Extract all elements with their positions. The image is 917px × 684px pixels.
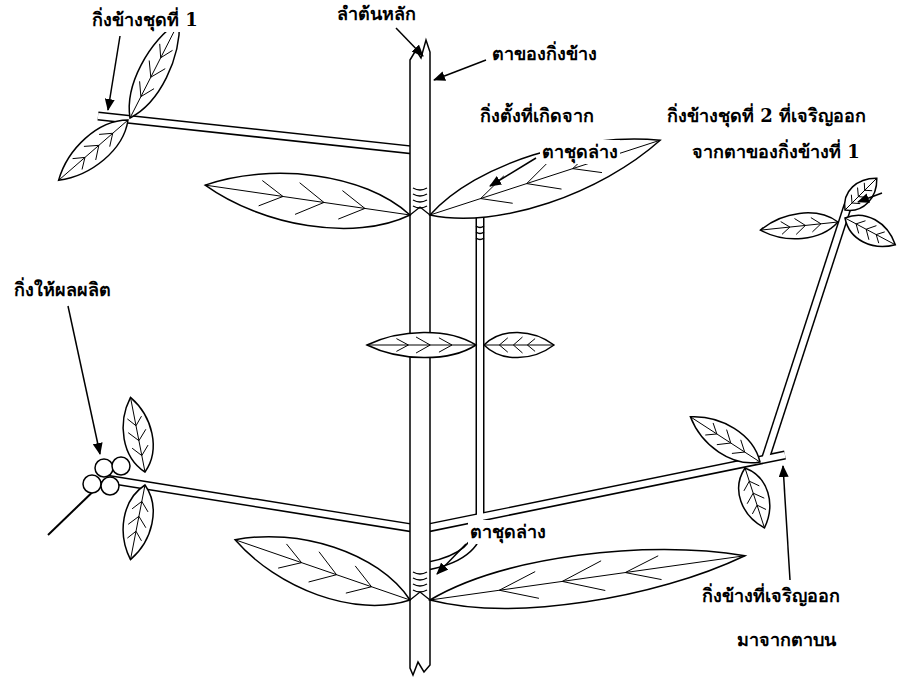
leaves xyxy=(49,14,901,623)
leader-arrow xyxy=(68,306,100,454)
leaf xyxy=(427,532,748,623)
part-label: กิ่งให้ผลผลิต xyxy=(12,278,113,302)
branches xyxy=(48,116,848,566)
part-label: กิ่งข้างชุดที่ 1 xyxy=(90,8,200,32)
part-label: จากตาของกิ่งข้างที่ 1 xyxy=(690,140,862,164)
vertical-shoot xyxy=(428,190,480,566)
part-label: ตาชุดล่าง xyxy=(468,520,548,544)
cherry xyxy=(95,459,113,477)
leaf xyxy=(367,332,476,357)
branch xyxy=(98,116,412,150)
leaf xyxy=(683,405,768,474)
leaf xyxy=(837,170,884,217)
part-label: กิ่งตั้งที่เกิดจาก xyxy=(478,104,596,128)
leaf xyxy=(202,160,414,240)
cherry xyxy=(101,477,119,495)
part-label: กิ่งข้างชุดที่ 2 ที่เจริญออก xyxy=(665,104,868,128)
leaf-node xyxy=(410,207,430,600)
bud-scars xyxy=(413,188,427,208)
part-label: กิ่งข้างที่เจริญออก xyxy=(700,584,842,608)
branch xyxy=(765,205,848,460)
bud-scars xyxy=(476,226,484,240)
leader-arrow xyxy=(396,28,423,56)
leaf xyxy=(117,482,159,562)
part-label: ตาของกิ่งข้าง xyxy=(490,42,599,66)
leader-arrow xyxy=(437,544,466,574)
leaf xyxy=(839,207,901,256)
leader-arrow xyxy=(783,466,790,580)
cherry xyxy=(83,475,101,493)
cherry xyxy=(112,457,130,475)
leader-arrow xyxy=(858,193,882,202)
leader-arrow xyxy=(490,158,536,186)
coffee-cherries xyxy=(83,457,130,495)
leaf xyxy=(484,332,554,357)
part-label: ลำต้นหลัก xyxy=(335,2,418,26)
leader-arrow xyxy=(434,60,486,80)
leaf xyxy=(732,464,778,533)
leaf xyxy=(759,209,839,242)
bud-scars xyxy=(413,572,427,592)
leader-arrow xyxy=(108,36,120,110)
leaf xyxy=(49,109,137,191)
leaf xyxy=(422,116,668,239)
leaf xyxy=(227,516,418,624)
part-label: ตาชุดล่าง xyxy=(540,140,620,164)
part-label: มาจากตาบน xyxy=(735,628,838,652)
leader-arrows xyxy=(68,28,882,580)
